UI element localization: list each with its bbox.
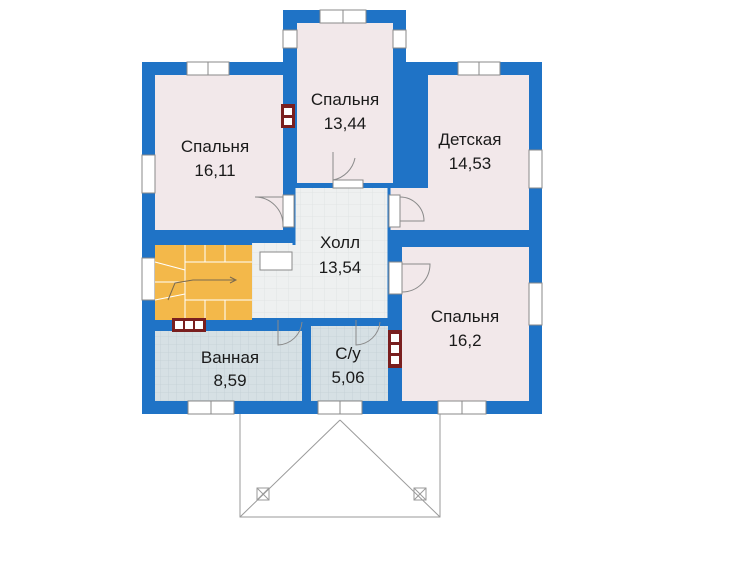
door-opening-bedroom-left (282, 194, 295, 228)
staircase (154, 245, 293, 320)
window-right-kids (528, 149, 543, 189)
porch-column-right (413, 487, 427, 501)
doorways (282, 179, 403, 295)
door-swing-top-bedroom (332, 152, 356, 181)
room-name: Ванная (201, 348, 259, 367)
door-opening-kids (388, 194, 401, 228)
door-swing-bathroom (277, 320, 303, 346)
room-name: Спальня (311, 90, 379, 109)
room-area: 16,11 (194, 161, 235, 180)
windows (141, 9, 543, 415)
chimney-icon (388, 330, 402, 368)
window-top-notch-right (392, 29, 407, 49)
chimney-icon (172, 318, 206, 332)
room-name: С/у (335, 344, 361, 363)
door-swing-bedroom-right (401, 263, 431, 293)
room-area: 5,06 (331, 368, 364, 387)
window-right-bedroom (528, 282, 543, 326)
room-name: Спальня (181, 137, 249, 156)
room-bedroom-left-floor (155, 75, 283, 230)
room-name: Спальня (431, 307, 499, 326)
door-swing-wc (355, 320, 381, 346)
porch-column-left (256, 487, 270, 501)
room-area: 8,59 (213, 371, 246, 390)
room-wc-floor (311, 326, 388, 401)
window-left-bedroom (141, 154, 156, 194)
chimney-icon (281, 104, 295, 128)
door-swing-bedroom-left (254, 196, 284, 226)
door-opening-top-bedroom (332, 179, 364, 189)
room-labels: Спальня 16,11 Спальня 13,44 Детская 14,5… (181, 90, 502, 390)
room-hall-floor (294, 188, 389, 318)
room-area: 13,54 (319, 258, 362, 277)
room-area: 13,44 (324, 114, 367, 133)
stair-landing-block (259, 251, 293, 271)
room-area: 14,53 (449, 154, 492, 173)
room-name: Холл (320, 233, 360, 252)
door-opening-bedroom-right (388, 261, 403, 295)
room-bedroom-top-floor (297, 23, 393, 183)
door-swings (254, 152, 431, 346)
room-kids-floor (428, 75, 529, 230)
window-left-stairs (141, 257, 156, 301)
door-swing-kids (399, 196, 425, 222)
room-name: Детская (439, 130, 502, 149)
chimneys (172, 104, 402, 368)
porch-outline (239, 414, 441, 518)
window-top-notch-left (282, 29, 298, 49)
room-area: 16,2 (448, 331, 481, 350)
room-bedroom-right-floor (402, 247, 529, 401)
